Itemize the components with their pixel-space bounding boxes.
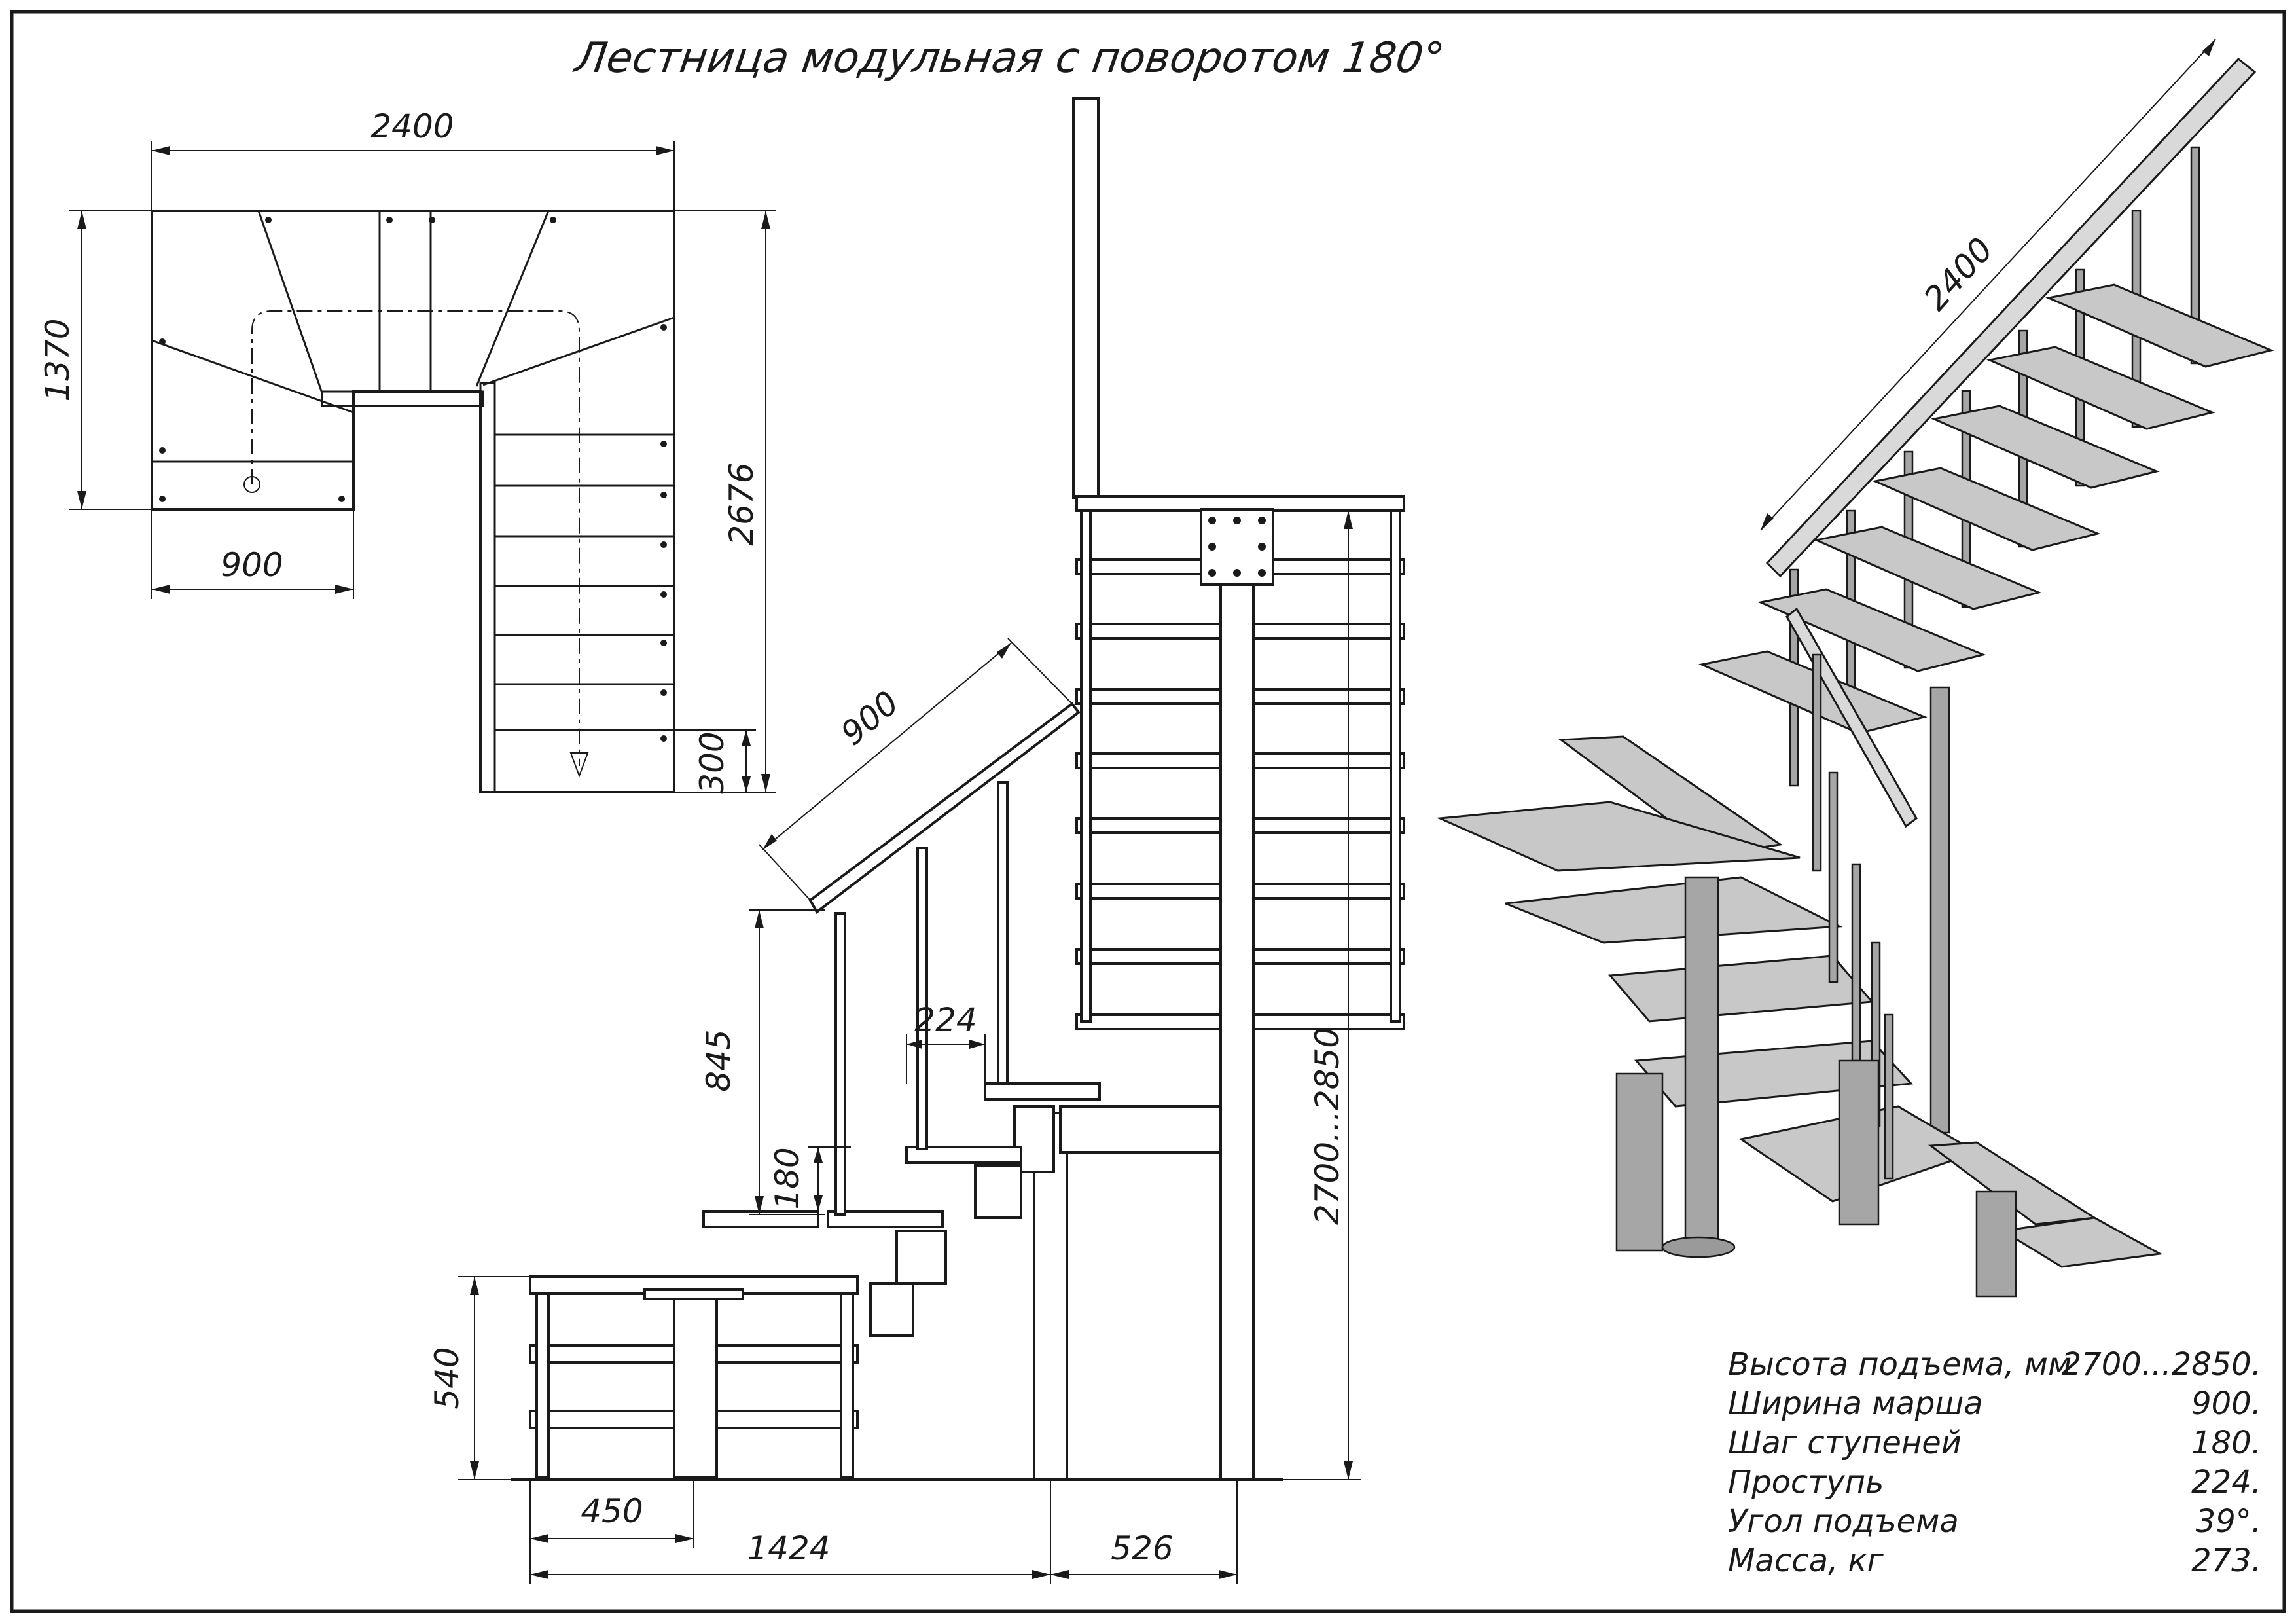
iso-support-columns <box>1615 876 2017 1298</box>
spec-label: Угол подъема <box>1728 1503 1959 1540</box>
spec-value: 224. <box>2191 1464 2261 1501</box>
spec-value: 180. <box>2191 1425 2261 1461</box>
dim-side-rail-height: 845 <box>700 1029 738 1091</box>
spec-row: Высота подъема, мм 2700...2850. <box>1728 1346 2261 1383</box>
dim-side-total-height: 2700...2850 <box>1308 1027 1346 1225</box>
spec-row: Масса, кг 273. <box>1728 1542 2261 1579</box>
spec-row: Шаг ступеней 180. <box>1728 1425 2261 1461</box>
dim-side-span-left: 1424 <box>747 1529 830 1567</box>
dim-side-low-height: 540 <box>428 1347 466 1409</box>
plan-bolts <box>159 217 667 742</box>
plan-view: 2400 1370 2676 900 300 <box>39 107 776 794</box>
spec-row: Угол подъема 39°. <box>1728 1503 2261 1540</box>
spec-label: Высота подъема, мм <box>1728 1346 2072 1383</box>
side-view: 900 845 224 180 2700...2850 540 <box>428 97 1405 1584</box>
spec-row: Проступь 224. <box>1728 1464 2261 1501</box>
plan-walking-line <box>251 310 580 766</box>
spec-value: 273. <box>2191 1542 2261 1579</box>
dim-iso-rail: 2400 <box>1916 230 2000 318</box>
spec-label: Шаг ступеней <box>1728 1425 1962 1461</box>
side-central-column <box>1219 581 1255 1481</box>
spec-label: Ширина марша <box>1728 1385 1983 1422</box>
spec-table: Высота подъема, мм 2700...2850. Ширина м… <box>1728 1346 2261 1579</box>
dim-side-span-right: 526 <box>1111 1529 1173 1567</box>
plan-start-circle <box>243 476 260 493</box>
dim-side-rail: 900 <box>834 684 906 753</box>
dim-plan-landing: 900 <box>221 546 283 584</box>
side-top-plate-bolts <box>1208 517 1266 577</box>
dim-plan-width: 2400 <box>370 107 454 145</box>
dim-side-offset: 450 <box>581 1492 643 1530</box>
spec-value: 900. <box>2191 1385 2261 1422</box>
sheet-frame <box>10 10 2286 1613</box>
spec-label: Масса, кг <box>1728 1542 1884 1579</box>
plan-outline <box>151 210 675 793</box>
spec-row: Ширина марша 900. <box>1728 1385 2261 1422</box>
spec-value: 2700...2850. <box>2062 1346 2261 1383</box>
dim-plan-last-step: 300 <box>693 731 731 793</box>
iso-central-column <box>1929 686 1950 1134</box>
spec-label: Проступь <box>1728 1464 1884 1501</box>
dim-side-rise: 180 <box>768 1147 806 1209</box>
drawing-title: Лестница модульная с поворотом 180° <box>571 33 1447 82</box>
dim-plan-depth: 1370 <box>39 318 77 401</box>
plan-stringer <box>479 382 496 793</box>
plan-landing-beam <box>321 390 484 407</box>
dim-side-tread: 224 <box>914 1001 977 1039</box>
side-upper-balusters <box>1080 509 1401 1023</box>
side-lower-handrail <box>808 702 1081 1216</box>
dim-plan-total: 2676 <box>723 462 761 545</box>
side-top-newel <box>1072 97 1100 499</box>
spec-value: 39°. <box>2196 1503 2261 1540</box>
iso-main-handrail <box>1765 57 2257 578</box>
side-bottom-flight <box>529 1275 859 1478</box>
plan-direction-arrow <box>569 752 589 778</box>
iso-view: 2400 <box>1436 39 2274 1298</box>
iso-winder-treads <box>1436 735 2163 1268</box>
